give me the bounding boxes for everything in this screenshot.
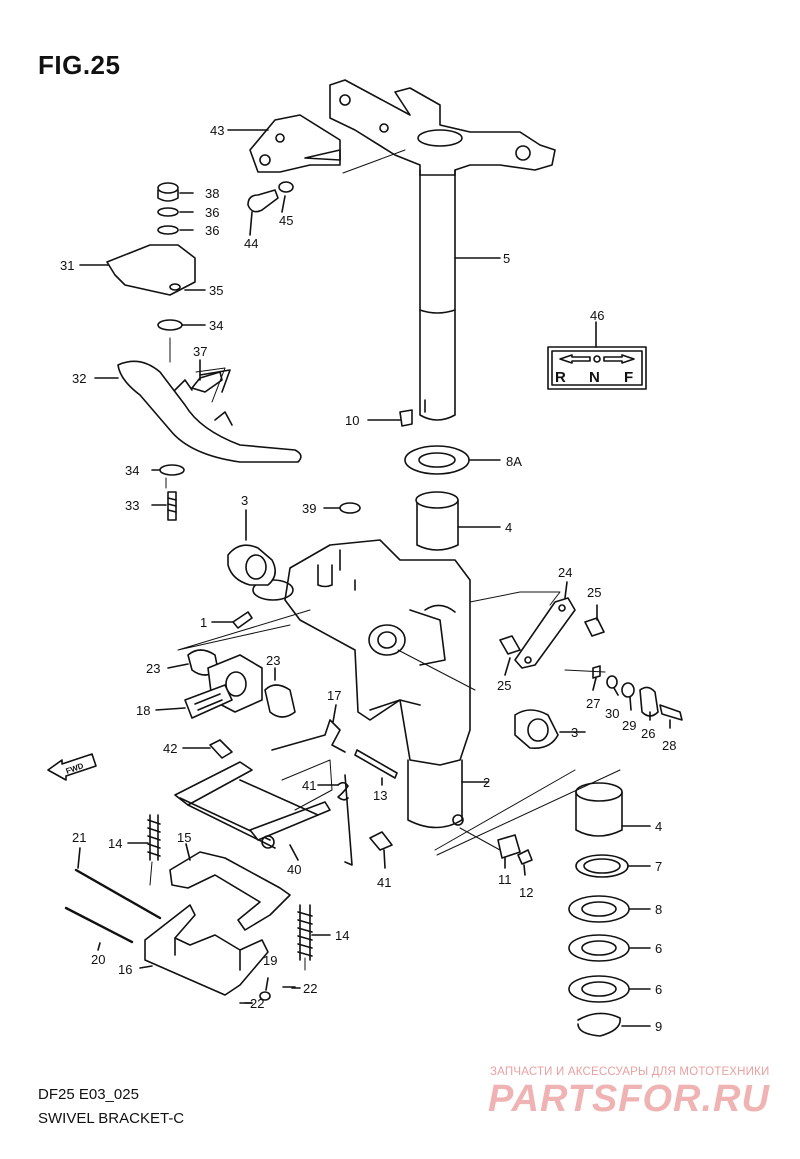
callout-14: 14 [108,836,122,851]
callout-2: 2 [483,775,490,790]
callout-46: 46 [590,308,604,323]
callout-21: 21 [72,830,86,845]
callout-36: 36 [205,223,219,238]
tilt-frame-part [174,761,331,849]
figure-name: SWIVEL BRACKET-C [38,1110,185,1127]
callout-40: 40 [287,862,301,877]
callout-31: 31 [60,258,74,273]
callout-16: 16 [118,962,132,977]
callout-8A: 8A [506,454,522,469]
callout-41: 41 [377,875,391,890]
callout-6: 6 [655,982,662,997]
callout-29: 29 [622,718,636,733]
callout-34: 34 [209,318,223,333]
callout-23: 23 [266,653,280,668]
callout-26: 26 [641,726,655,741]
watermark-tagline: ЗАПЧАСТИ И АКСЕССУАРЫ ДЛЯ МОТОТЕХНИКИ [490,1066,770,1078]
callout-25: 25 [497,678,511,693]
callout-20: 20 [91,952,105,967]
shift-indicator-plate [547,346,647,390]
callout-24: 24 [558,565,572,580]
callout-42: 42 [163,741,177,756]
callout-13: 13 [373,788,387,803]
callout-30: 30 [605,706,619,721]
bracket-plate-part [249,114,341,173]
callout-22: 22 [303,981,317,996]
callout-36: 36 [205,205,219,220]
model-code: DF25 E03_025 [38,1086,139,1103]
callout-34: 34 [125,463,139,478]
callout-23: 23 [146,661,160,676]
callout-4: 4 [505,520,512,535]
callout-8: 8 [655,902,662,917]
shift-label-r: R [555,369,566,386]
callout-28: 28 [662,738,676,753]
callout-41: 41 [302,778,316,793]
callout-18: 18 [136,703,150,718]
callout-38: 38 [205,186,219,201]
callout-44: 44 [244,236,258,251]
callout-1: 1 [200,615,207,630]
swivel-bracket-body [252,539,471,766]
callout-7: 7 [655,859,662,874]
callout-12: 12 [519,885,533,900]
callout-10: 10 [345,413,359,428]
callout-17: 17 [327,688,341,703]
callout-33: 33 [125,498,139,513]
callout-32: 32 [72,371,86,386]
callout-37: 37 [193,344,207,359]
watermark-logo: PARTSFOR.RU [488,1078,770,1120]
callout-4: 4 [655,819,662,834]
steering-shaft-part [329,79,556,421]
callout-5: 5 [503,251,510,266]
callout-14: 14 [335,928,349,943]
callout-15: 15 [177,830,191,845]
callout-22: 22 [250,996,264,1011]
figure-title: FIG.25 [38,50,121,80]
callout-6: 6 [655,941,662,956]
callout-39: 39 [302,501,316,516]
callout-9: 9 [655,1019,662,1034]
shift-label-f: F [624,369,633,386]
callout-3: 3 [571,725,578,740]
callout-3: 3 [241,493,248,508]
callout-25: 25 [587,585,601,600]
callout-43: 43 [210,123,224,138]
callout-27: 27 [586,696,600,711]
callout-11: 11 [498,872,512,887]
callout-19: 19 [263,953,277,968]
shift-label-n: N [589,369,600,386]
callout-35: 35 [209,283,223,298]
callout-45: 45 [279,213,293,228]
